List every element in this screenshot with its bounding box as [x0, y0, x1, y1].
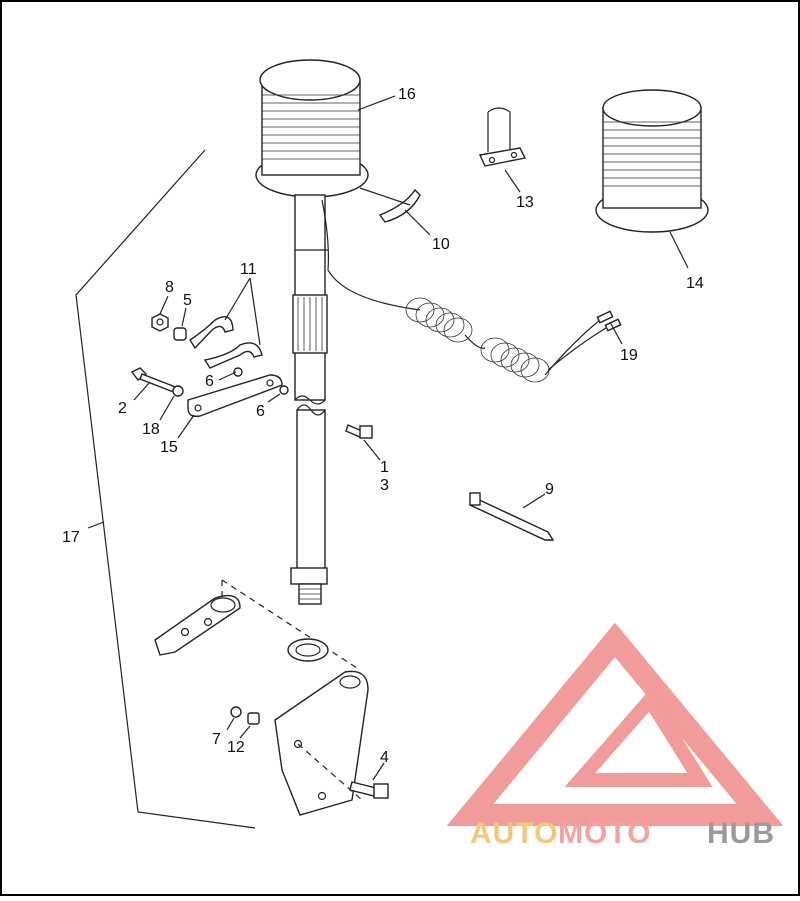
- nut-12: [247, 712, 260, 725]
- cable-tie-head: [469, 492, 481, 506]
- callout-1: 1: [380, 459, 389, 476]
- washer-18: [172, 385, 184, 397]
- callout-2: 2: [118, 400, 127, 417]
- ring-nut: [287, 638, 329, 662]
- callout-4: 4: [380, 749, 389, 766]
- callout-9: 9: [545, 481, 554, 498]
- bolt-2: [130, 367, 179, 394]
- watermark-logo: [446, 622, 784, 826]
- callouts: 16 13 10 14 11 8 5 19 6 2 6 18 15 1 3 9 …: [62, 86, 704, 766]
- plate-15: [187, 374, 283, 418]
- spacer-5: [173, 327, 187, 341]
- beacon-lens-14: [595, 89, 709, 233]
- watermark-moto: MOTO: [558, 817, 651, 850]
- bolt-4: [349, 781, 389, 799]
- washer-6a: [233, 367, 243, 377]
- watermark-auto: AUTO: [470, 817, 558, 850]
- group-bracket-17: [75, 149, 256, 829]
- washer-7: [230, 706, 242, 718]
- screw-1-3: [345, 424, 373, 439]
- callout-5: 5: [183, 292, 192, 309]
- bulb-holder-13: [478, 107, 527, 167]
- callout-8: 8: [165, 279, 174, 296]
- callout-7: 7: [212, 731, 221, 748]
- callout-3: 3: [380, 477, 389, 494]
- callout-13: 13: [516, 194, 534, 211]
- mast-pole: [290, 194, 328, 605]
- nut-8: [151, 313, 169, 332]
- callout-17: 17: [62, 529, 80, 546]
- coiled-cord-19: [295, 199, 622, 383]
- clamp-11: [189, 316, 263, 369]
- callout-12: 12: [227, 739, 245, 756]
- callout-18: 18: [142, 421, 160, 438]
- callout-6b: 6: [256, 403, 265, 420]
- callout-14: 14: [686, 275, 704, 292]
- washer-6b: [279, 385, 289, 395]
- watermark-wordmark: AUTO MOTO HUB: [470, 817, 775, 850]
- alignment-line-1: [221, 579, 361, 671]
- leader-lines: [87, 95, 689, 781]
- bracket-upper: [154, 594, 241, 656]
- callout-16: 16: [398, 86, 416, 103]
- callout-10: 10: [432, 236, 450, 253]
- callout-19: 19: [620, 347, 638, 364]
- bracket-lower: [274, 670, 369, 816]
- callout-11: 11: [240, 261, 257, 278]
- beacon-lens-16: [255, 59, 369, 198]
- watermark-hub: HUB: [707, 817, 775, 850]
- callout-15: 15: [160, 439, 178, 456]
- strap-10: [378, 188, 421, 223]
- callout-6a: 6: [205, 373, 214, 390]
